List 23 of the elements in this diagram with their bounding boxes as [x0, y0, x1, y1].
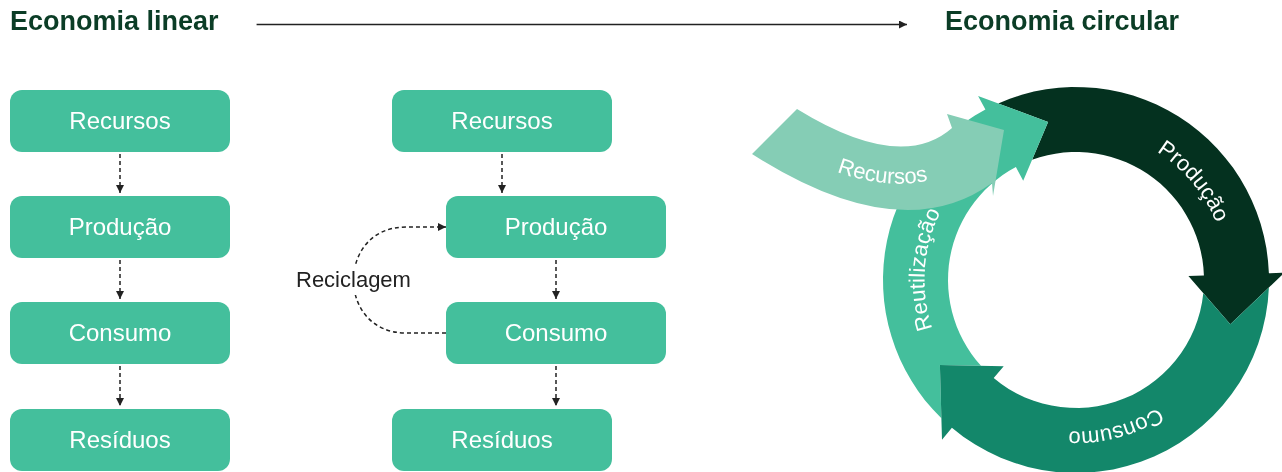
- process-box: Resíduos: [392, 409, 612, 471]
- arrow: [255, 20, 908, 29]
- cycle-segment: [939, 287, 1269, 472]
- process-box: Produção: [10, 196, 230, 258]
- process-box: Produção: [446, 196, 666, 258]
- arrow: [498, 153, 506, 194]
- process-box: Consumo: [10, 302, 230, 364]
- process-box: Recursos: [392, 90, 612, 152]
- arrow: [116, 365, 124, 407]
- arrow: [552, 259, 560, 300]
- arrow: [552, 365, 560, 407]
- section-heading: Economia circular: [945, 6, 1180, 37]
- process-box: Resíduos: [10, 409, 230, 471]
- arrow: [116, 259, 124, 300]
- arrow-label: Consumo: [1068, 403, 1169, 452]
- arrow-label: Recursos: [835, 152, 929, 189]
- arrow: [352, 223, 447, 334]
- section-heading: Economia linear: [10, 6, 219, 37]
- inflow-band: [752, 109, 1004, 211]
- process-box: Consumo: [446, 302, 666, 364]
- arrow: [116, 153, 124, 194]
- process-box: Recursos: [10, 90, 230, 152]
- cycle-segment: [998, 87, 1282, 325]
